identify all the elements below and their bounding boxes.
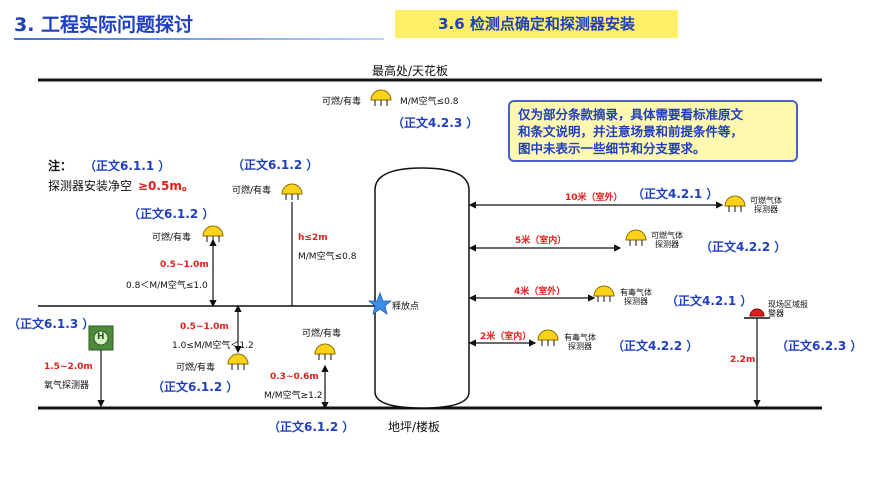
detector-low-icon <box>314 343 336 360</box>
right-1-label-2: 探测器 <box>754 205 778 214</box>
right-4-label: 有毒气体探测器 <box>564 333 596 351</box>
right-1-distance: 10米（室外） <box>565 193 623 203</box>
low-detector-label: 可燃/有毒 <box>302 329 342 339</box>
middle-lower-range: 0.5~1.0m <box>180 322 229 332</box>
low-detector-condition: M/M空气≥1.2 <box>264 391 323 401</box>
right-4-ref: （正文4.2.2 ） <box>612 339 699 353</box>
left-upper-range: 0.5~1.0m <box>160 260 209 270</box>
detector-ceiling-icon <box>370 89 392 106</box>
left-upper-condition: 0.8＜M/M空气≤1.0 <box>126 281 208 291</box>
detector-right-1-icon <box>724 195 746 212</box>
ceiling-label: 最高处/天花板 <box>372 64 449 78</box>
side-note-title: 注： <box>48 159 73 173</box>
release-point-label: 释放点 <box>392 302 420 312</box>
left-upper-ref: （正文6.1.2 ） <box>128 207 215 221</box>
note-box: 仅为部分条款摘录，具体需要看标准原文 和条文说明，并注意场景和前提条件等， 图中… <box>508 100 798 162</box>
header-underline <box>14 38 384 40</box>
right-2-label-2: 探测器 <box>655 240 679 249</box>
right-4-distance: 2米（室内） <box>480 332 532 342</box>
detector-left-upper-icon <box>202 225 224 242</box>
high-detector-height: h≤2m <box>298 233 328 243</box>
right-1-label: 可燃气体探测器 <box>750 196 782 214</box>
vessel-shape <box>374 167 470 409</box>
alarm-height: 2.2m <box>730 355 756 365</box>
detector-right-3-icon <box>593 285 615 302</box>
right-3-label-2: 探测器 <box>624 297 648 306</box>
oxygen-glyph: H <box>97 332 105 342</box>
right-1-label-1: 可燃气体 <box>750 196 782 205</box>
detector-right-2-icon <box>625 229 647 246</box>
detector-right-4-icon <box>537 329 559 346</box>
high-detector-ref: （正文6.1.2 ） <box>232 158 319 172</box>
ceiling-detector-condition: M/M空气≤0.8 <box>400 97 459 107</box>
middle-lower-ref: （正文6.1.2 ） <box>152 380 239 394</box>
right-2-ref: （正文4.2.2 ） <box>700 240 787 254</box>
right-3-label: 有毒气体探测器 <box>620 288 652 306</box>
right-2-distance: 5米（室内） <box>515 236 567 246</box>
header-title: 3. 工程实际问题探讨 <box>14 14 194 36</box>
floor-label: 地坪/楼板 <box>388 420 441 434</box>
oxygen-ref: （正文6.1.3 ） <box>8 317 95 331</box>
ceiling-detector-ref: （正文4.2.3 ） <box>392 116 479 130</box>
side-note-value: ≥0.5m。 <box>138 179 194 193</box>
right-3-distance: 4米（室外） <box>514 287 566 297</box>
right-3-label-1: 有毒气体 <box>620 288 652 297</box>
right-2-label: 可燃气体探测器 <box>651 231 683 249</box>
right-2-label-1: 可燃气体 <box>651 231 683 240</box>
side-note-text: 探测器安装净空 <box>48 179 133 193</box>
note-line-3: 图中未表示一些细节和分支要求。 <box>518 141 706 156</box>
detector-middle-lower-icon <box>227 353 249 370</box>
release-point-star <box>367 291 393 315</box>
low-detector-ref: （正文6.1.2 ） <box>268 420 355 434</box>
left-upper-label: 可燃/有毒 <box>152 233 192 243</box>
oxygen-detector-icon <box>88 325 114 351</box>
right-3-ref: （正文4.2.1 ） <box>666 294 753 308</box>
alarm-label-2: 警器 <box>768 309 784 318</box>
alarm-label-1: 现场区域报 <box>768 300 808 309</box>
high-detector-condition: M/M空气≤0.8 <box>298 252 357 262</box>
alarm-icon <box>744 308 770 319</box>
right-1-ref: （正文4.2.1 ） <box>632 187 719 201</box>
right-4-label-2: 探测器 <box>568 342 592 351</box>
alarm-ref: （正文6.2.3 ） <box>776 339 863 353</box>
high-detector-label: 可燃/有毒 <box>232 186 272 196</box>
note-line-1: 仅为部分条款摘录，具体需要看标准原文 <box>518 107 744 122</box>
middle-lower-condition: 1.0≤M/M空气＜1.2 <box>172 341 254 351</box>
low-detector-range: 0.3~0.6m <box>270 372 319 382</box>
right-4-label-1: 有毒气体 <box>564 333 596 342</box>
note-line-2: 和条文说明，并注意场景和前提条件等， <box>518 124 744 139</box>
ceiling-detector-label: 可燃/有毒 <box>322 97 362 107</box>
side-note-ref: （正文6.1.1 ） <box>84 159 171 173</box>
oxygen-label: 氧气探测器 <box>44 381 90 391</box>
middle-lower-label: 可燃/有毒 <box>176 363 216 373</box>
detector-high-icon <box>281 183 303 200</box>
alarm-label: 现场区域报警器 <box>768 300 808 318</box>
section-title: 3.6 检测点确定和探测器安装 <box>395 10 678 38</box>
oxygen-range: 1.5~2.0m <box>44 362 93 372</box>
